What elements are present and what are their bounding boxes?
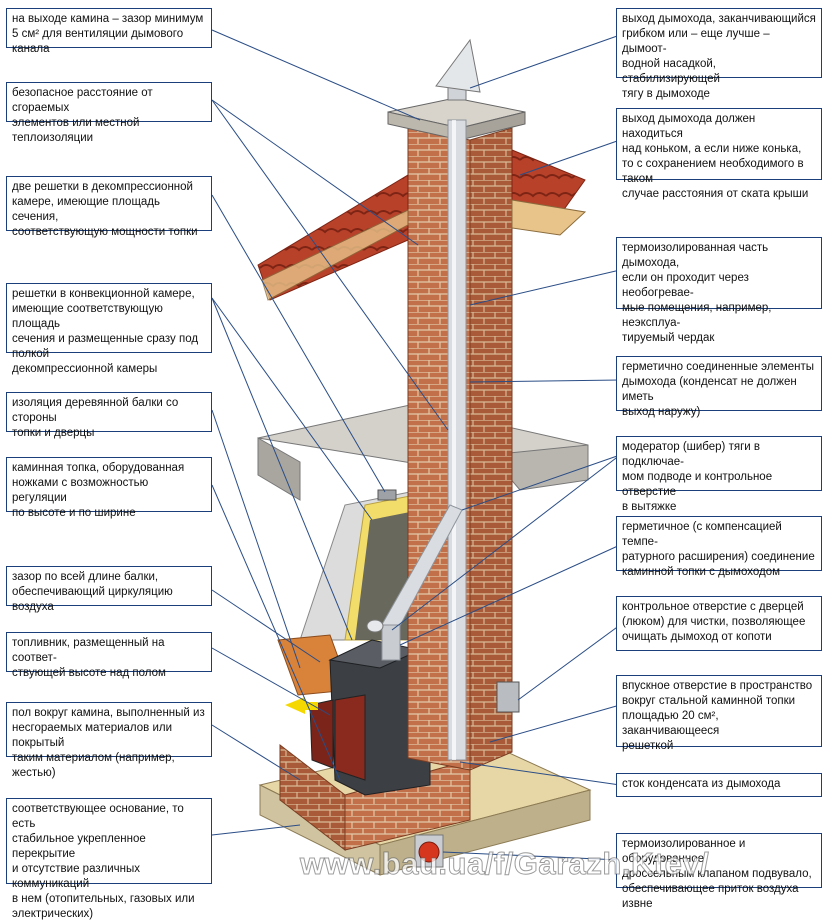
- callout-text: выход дымохода, заканчивающийся грибком …: [622, 13, 816, 100]
- floor-slab-front: [257, 437, 301, 501]
- leader-lines-left: [211, 29, 449, 836]
- connector-pipe-vertical: [381, 624, 401, 661]
- callout-foundation: соответствующее основание, то есть стаби…: [6, 798, 212, 920]
- callout-chimney-outlet-height: выход дымохода должен находиться над кон…: [616, 108, 822, 200]
- callout-draft-damper: модератор (шибер) тяги в подключае- мом …: [616, 436, 822, 513]
- roof-left-rafter: [261, 209, 409, 301]
- callout-text: две решетки в декомпрессионной камере, и…: [12, 181, 198, 238]
- callout-flue-gap: на выходе камина – зазор минимум 5 см² д…: [6, 8, 212, 55]
- callout-beam-insulation: изоляция деревянной балки со стороны топ…: [6, 392, 212, 439]
- roof-right-rafter: [511, 199, 587, 236]
- callout-text: термоизолированное и оборудованное дросс…: [622, 838, 812, 910]
- air-intake-damper: [418, 841, 440, 863]
- damper-handle: [366, 619, 384, 633]
- callout-text: впускное отверстие в пространство вокруг…: [622, 680, 813, 752]
- callout-firebox-height: топливник, размещенный на соответ- ствую…: [6, 632, 212, 679]
- callout-text: герметично соединенные элементы дымохода…: [622, 361, 815, 418]
- callout-insulated-section: термоизолированная часть дымохода, если …: [616, 237, 822, 344]
- callout-text: контрольное отверстие с дверцей (люком) …: [622, 601, 806, 643]
- firebox-glass-door: [334, 694, 366, 781]
- callout-floor-material: пол вокруг камина, выполненный из несгор…: [6, 702, 212, 779]
- callout-decompression-grilles: две решетки в декомпрессионной камере, и…: [6, 176, 212, 238]
- fireplace-chimney-illustration: [211, 29, 621, 876]
- callout-cleanout-door: контрольное отверстие с дверцей (люком) …: [616, 596, 822, 651]
- flue-pipe: [447, 119, 467, 761]
- cleanout-door: [496, 681, 520, 713]
- callout-text: зазор по всей длине балки, обеспечивающи…: [12, 571, 173, 613]
- callout-text: герметичное (с компенсацией темпе- ратур…: [622, 521, 815, 578]
- callout-air-supply: термоизолированное и оборудованное дросс…: [616, 833, 822, 910]
- callout-text: безопасное расстояние от сгораемых элеме…: [12, 87, 153, 144]
- callout-convection-grilles: решетки в конвекционной камере, имеющие …: [6, 283, 212, 375]
- callout-sealed-connection: герметичное (с компенсацией темпе- ратур…: [616, 516, 822, 578]
- callout-text: решетки в конвекционной камере, имеющие …: [12, 288, 199, 375]
- callout-text: соответствующее основание, то есть стаби…: [12, 803, 195, 920]
- callout-sealed-joints: герметично соединенные элементы дымохода…: [616, 356, 822, 418]
- callout-text: термоизолированная часть дымохода, если …: [622, 242, 772, 344]
- flue-pipe-highlight: [452, 120, 456, 760]
- callout-text: каминная топка, оборудованная ножками с …: [12, 462, 185, 519]
- hearth-bricks-left: [279, 743, 346, 852]
- callout-text: топливник, размещенный на соответ- ствую…: [12, 637, 166, 679]
- callout-text: на выходе камина – зазор минимум 5 см² д…: [12, 13, 204, 55]
- callout-text: модератор (шибер) тяги в подключае- мом …: [622, 441, 773, 513]
- callout-text: пол вокруг камина, выполненный из несгор…: [12, 707, 205, 779]
- chimney-side: [469, 127, 513, 771]
- callout-chimney-cowl: выход дымохода, заканчивающийся грибком …: [616, 8, 822, 100]
- callout-text: изоляция деревянной балки со стороны топ…: [12, 397, 179, 439]
- air-inlet-grate: [377, 489, 397, 501]
- callout-beam-gap: зазор по всей длине балки, обеспечивающи…: [6, 566, 212, 613]
- leader-lines-right: [391, 34, 621, 861]
- callout-condensate-drain: сток конденсата из дымохода: [616, 773, 822, 797]
- callout-safe-distance: безопасное расстояние от сгораемых элеме…: [6, 82, 212, 144]
- callout-firebox-legs: каминная топка, оборудованная ножками с …: [6, 457, 212, 519]
- watermark-url: www.bau.ua/f/Garazh.Ktev/: [300, 846, 710, 882]
- callout-text: выход дымохода должен находиться над кон…: [622, 113, 809, 200]
- callout-air-inlet: впускное отверстие в пространство вокруг…: [616, 675, 822, 752]
- callout-text: сток конденсата из дымохода: [622, 778, 781, 790]
- chimney-cowl-hat: [435, 38, 481, 93]
